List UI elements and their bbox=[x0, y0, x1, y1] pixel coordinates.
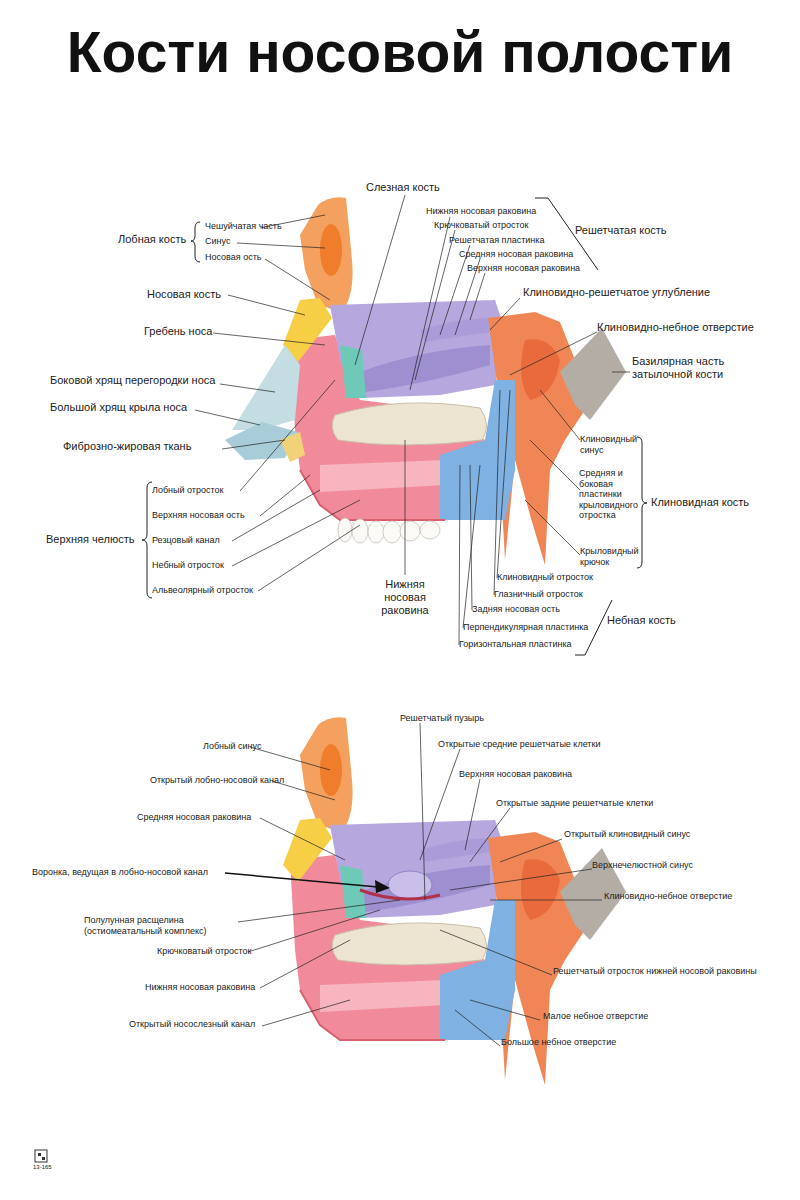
part-label: Большой хрящ крыла носа bbox=[50, 401, 187, 414]
part-label: Слезная кость bbox=[366, 181, 440, 194]
part-label: Открытые средние решетчатые клетки bbox=[438, 739, 600, 750]
part-label: Клиновидный отросток bbox=[497, 572, 593, 583]
tooth bbox=[338, 518, 352, 542]
leader-lines bbox=[195, 195, 630, 1046]
part-label: Глазничный отросток bbox=[494, 589, 583, 600]
tooth bbox=[400, 521, 420, 541]
part-label: Небная кость bbox=[607, 614, 676, 627]
part-label: Клиновидно-небное отверстие bbox=[604, 891, 732, 902]
part-label: Лобная кость bbox=[118, 233, 186, 246]
part-label: Небный отросток bbox=[152, 560, 224, 571]
part-label: Малое небное отверстие bbox=[543, 1011, 648, 1022]
arrow-line bbox=[225, 873, 378, 887]
qr-code bbox=[42, 1157, 45, 1160]
part-label: Воронка, ведущая в лобно-носовой канал bbox=[32, 867, 208, 878]
part-label: Задняя носовая ость bbox=[472, 604, 560, 615]
part-label: Решетчатый отросток нижней носовой раков… bbox=[553, 966, 757, 977]
part-label: Синус bbox=[205, 236, 230, 247]
part-label: Крыловидный крючок bbox=[580, 546, 644, 567]
semilunar-hiatus bbox=[360, 890, 440, 899]
part-label: Средняя носовая раковина bbox=[459, 249, 573, 260]
part-label: Большое небное отверстие bbox=[501, 1037, 616, 1048]
part-label: Горизонтальная пластинка bbox=[459, 639, 572, 650]
part-label: Клиновидно-небное отверстие bbox=[597, 321, 754, 334]
part-label: Лобный синус bbox=[203, 741, 261, 752]
tooth bbox=[352, 519, 368, 543]
tooth bbox=[368, 521, 384, 543]
lower-illustration bbox=[283, 717, 626, 1085]
part-label: Клиновидный синус bbox=[580, 434, 642, 455]
tooth bbox=[383, 521, 401, 543]
part-label: Полулунная расщелина (остиомеатальный ко… bbox=[84, 915, 239, 936]
ethmoid-bulla bbox=[388, 871, 432, 899]
part-label: Носовая кость bbox=[147, 288, 221, 301]
diagram-title: Кости носовой полости bbox=[0, 24, 800, 81]
part-label: Верхняя носовая раковина bbox=[467, 263, 580, 274]
part-label: Базилярная часть затылочной кости bbox=[632, 355, 744, 381]
part-label: Средняя и боковая пластинки крыловидного… bbox=[579, 468, 647, 521]
part-label: Альвеолярный отросток bbox=[152, 585, 253, 596]
part-label: Клиновидная кость bbox=[651, 496, 749, 509]
fibrofatty-tissue bbox=[280, 432, 305, 462]
part-label: Открытые задние решетчатые клетки bbox=[496, 798, 653, 809]
brackets bbox=[142, 198, 647, 655]
part-label: Решетчатая кость bbox=[575, 224, 667, 237]
part-label: Решетчатая пластинка bbox=[449, 235, 544, 246]
part-label: Открытый клиновидный синус bbox=[564, 829, 690, 840]
part-label: Фиброзно-жировая ткань bbox=[63, 440, 191, 453]
part-label: Крючковатый отросток bbox=[157, 946, 252, 957]
part-label: Открытый лобно-носовой канал bbox=[150, 775, 284, 786]
teeth bbox=[338, 518, 440, 543]
arrow-head bbox=[375, 880, 390, 893]
part-label: Носовая ость bbox=[205, 252, 262, 263]
part-label: Боковой хрящ перегородки носа bbox=[50, 374, 215, 387]
part-label: Верхняя носовая раковина bbox=[459, 769, 572, 780]
part-label: Лобный отросток bbox=[152, 485, 223, 496]
part-label: Средняя носовая раковина bbox=[137, 812, 251, 823]
part-label: Нижняя носовая раковина bbox=[426, 206, 536, 217]
part-label: Гребень носа bbox=[144, 325, 212, 338]
qr-code bbox=[38, 1153, 41, 1156]
part-label: Нижняя носовая раковина bbox=[370, 578, 440, 617]
part-label: Верхняя носовая ость bbox=[152, 510, 245, 521]
part-label: Чешуйчатая часть bbox=[205, 221, 282, 232]
part-label: Верхняя челюсть bbox=[46, 533, 134, 546]
tooth bbox=[420, 521, 440, 539]
part-label: Перпендикулярная пластинка bbox=[463, 622, 588, 633]
qr-code bbox=[35, 1150, 47, 1162]
part-label: Клиновидно-решетчатое углубление bbox=[523, 286, 710, 299]
part-label: 13-165 bbox=[33, 1164, 52, 1171]
part-label: Крючковатый отросток bbox=[434, 220, 529, 231]
part-label: Нижняя носовая раковина bbox=[145, 982, 255, 993]
part-label: Резцовый канал bbox=[152, 535, 220, 546]
part-label: Верхнечелюстной синус bbox=[592, 860, 693, 871]
part-label: Решетчатый пузырь bbox=[400, 713, 484, 724]
part-label: Открытый носослезный канал bbox=[129, 1019, 255, 1030]
